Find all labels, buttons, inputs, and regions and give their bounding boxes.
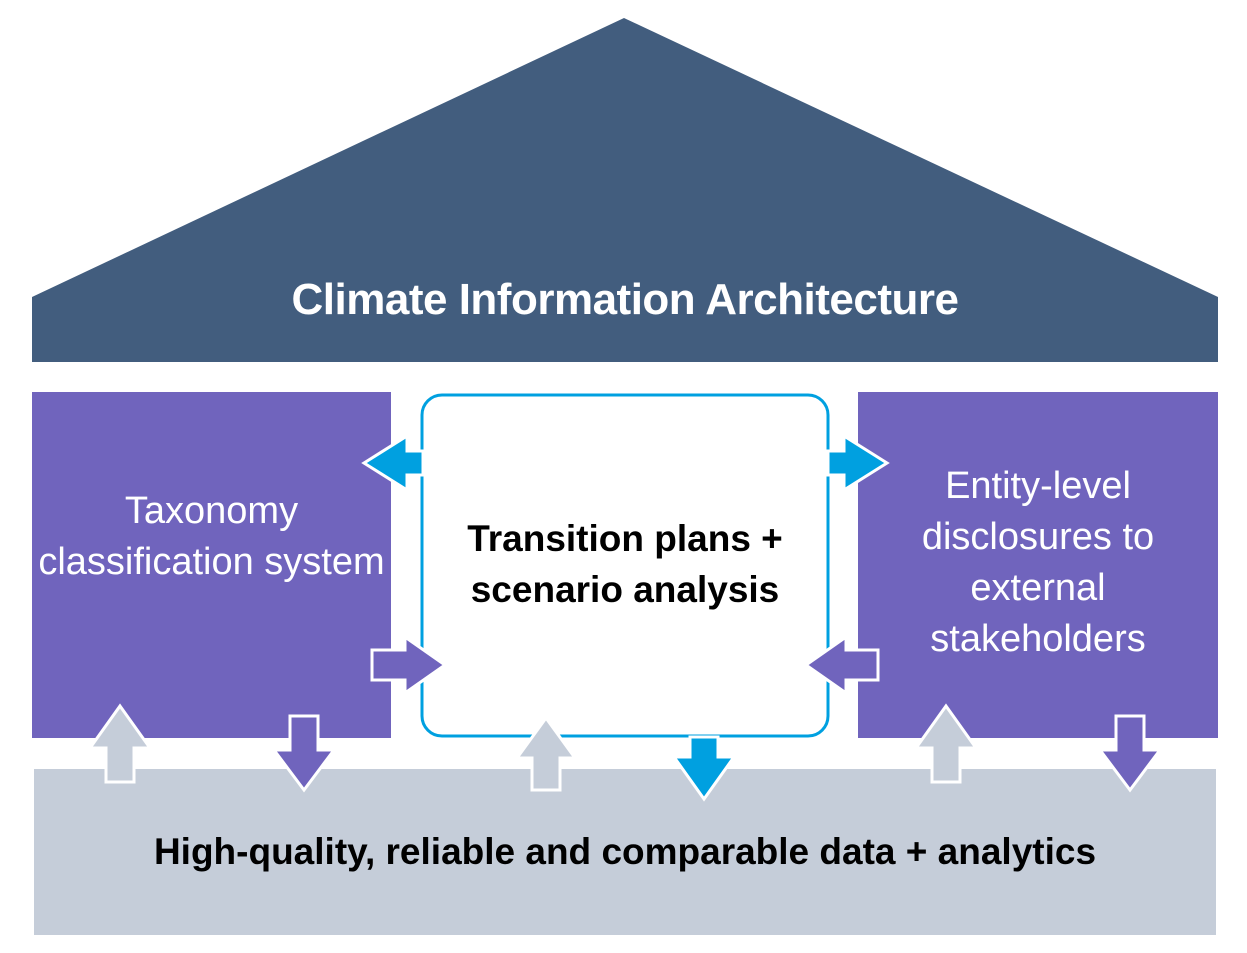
foundation-label: High-quality, reliable and comparable da… [153,831,1097,872]
arrow-down-purple-left [271,714,337,793]
right-pillar-label: Entity-level disclosures to external sta… [921,465,1155,660]
arrow-right-blue [826,433,890,493]
arrow-up-gray-left [87,703,153,784]
roof [32,18,1218,362]
right-pillar [858,392,1218,738]
arrow-up-gray-center [514,715,578,792]
center-pillar [420,393,830,738]
left-pillar [32,392,391,738]
arrow-left-blue [361,433,425,493]
arrow-down-blue [671,735,737,802]
arrow-left-purple [803,634,880,696]
arrow-down-purple-right [1097,714,1163,793]
arrow-up-gray-right [913,703,979,784]
left-pillar-label: Taxonomy classification system [38,490,385,583]
arrow-right-purple [370,634,448,696]
foundation [34,769,1216,935]
diagram-title: Climate Information Architecture [291,275,959,324]
center-pillar-label: Transition plans + scenario analysis [467,518,783,610]
